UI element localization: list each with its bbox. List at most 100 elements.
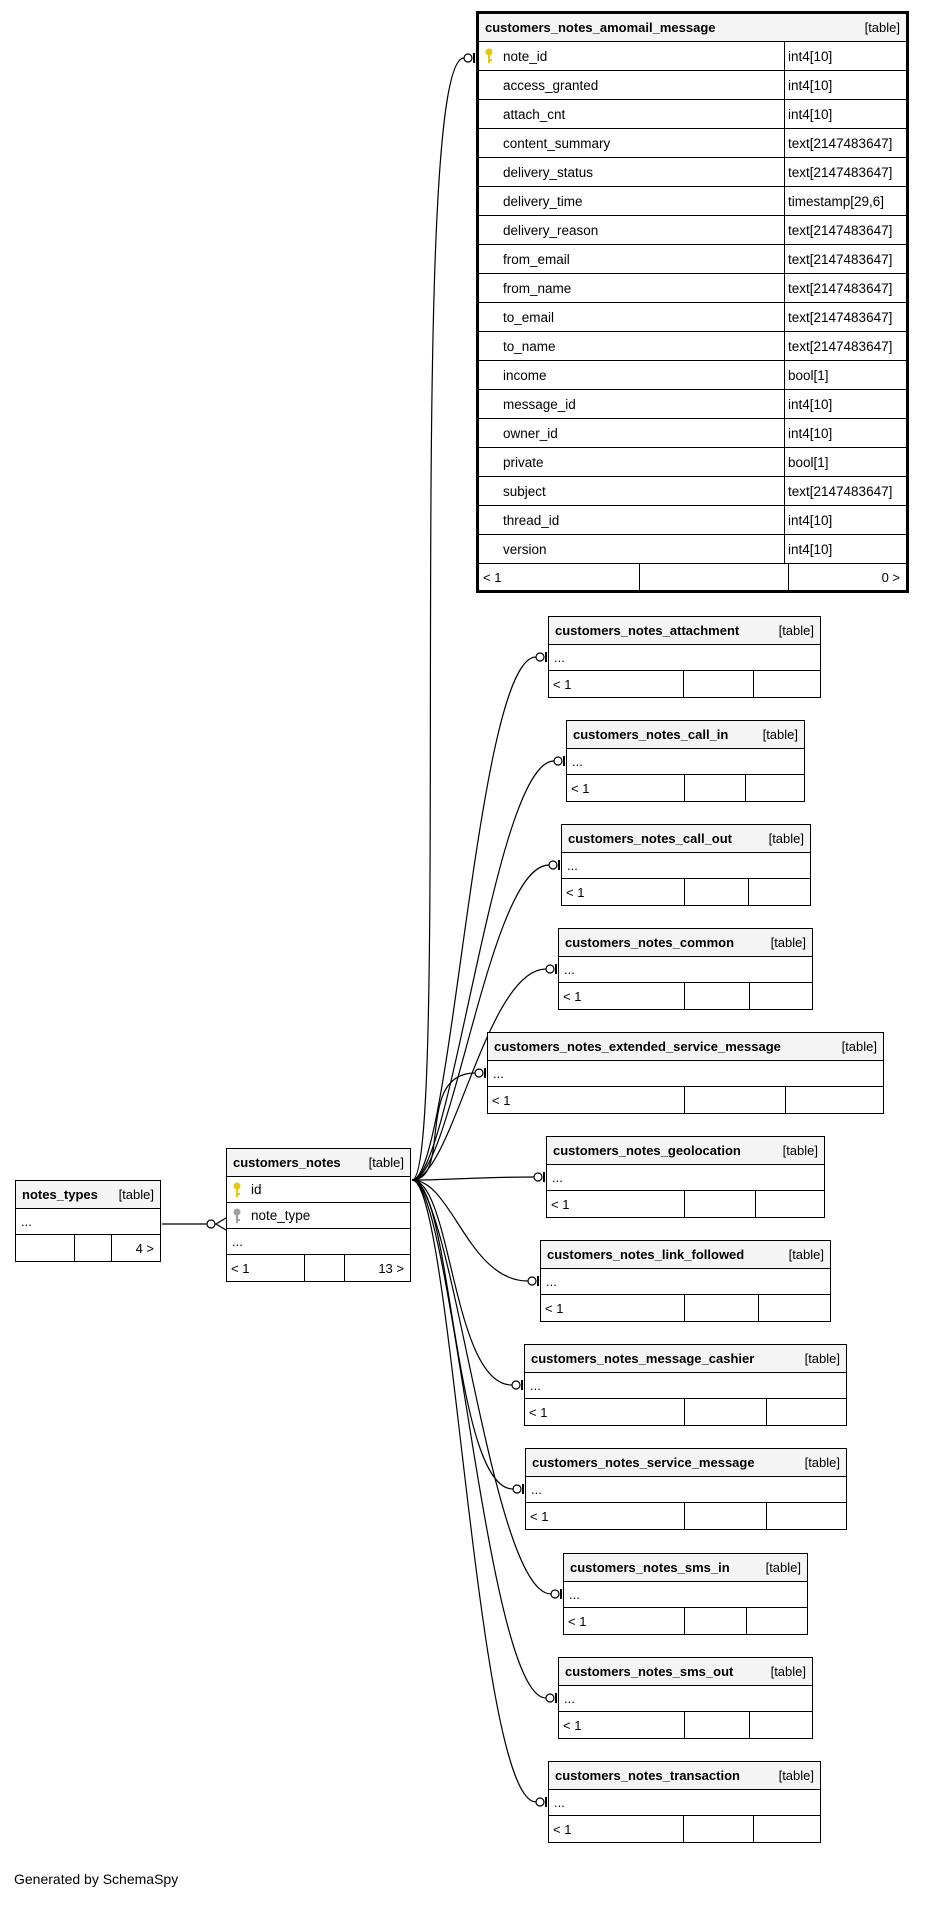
- column-row: note_type: [227, 1203, 410, 1229]
- footer-mid: [640, 564, 789, 590]
- column-name: note_type: [251, 1208, 311, 1223]
- table-customers-notes[interactable]: customers_notes [table] id note_type ...…: [226, 1148, 411, 1282]
- table-customers-notes-call-out[interactable]: customers_notes_call_out[table]...< 1: [561, 824, 811, 906]
- column-name: private: [499, 448, 785, 476]
- table-name: customers_notes_sms_in: [570, 1560, 730, 1575]
- footer-children: [749, 879, 810, 905]
- table-footer: 4 >: [16, 1235, 160, 1261]
- more-columns: ...: [549, 1790, 820, 1816]
- table-header: customers_notes_amomail_message [table]: [479, 14, 906, 42]
- column-icon-slot: [479, 332, 499, 360]
- table-customers-notes-attachment[interactable]: customers_notes_attachment[table]...< 1: [548, 616, 821, 698]
- table-footer: < 1: [564, 1608, 807, 1634]
- table-header: notes_types [table]: [16, 1181, 160, 1209]
- table-name: customers_notes_common: [565, 935, 735, 950]
- footer-mid: [684, 1816, 754, 1842]
- table-customers-notes-transaction[interactable]: customers_notes_transaction[table]...< 1: [548, 1761, 821, 1843]
- table-footer: < 1: [547, 1191, 824, 1217]
- column-icon-slot: [479, 448, 499, 476]
- column-type: int4[10]: [788, 512, 833, 528]
- footer-children: 0 >: [881, 569, 900, 585]
- footer-mid: [685, 1191, 756, 1217]
- footer-parents: < 1: [567, 775, 685, 801]
- column-name: delivery_reason: [499, 216, 785, 244]
- column-icon-slot: [479, 158, 499, 186]
- column-icon-slot: [479, 274, 499, 302]
- footer-mid: [685, 1503, 767, 1529]
- column-icon-slot: [479, 477, 499, 505]
- more-columns: ...: [16, 1209, 160, 1235]
- footer-children: [754, 1816, 820, 1842]
- edge-to-customers-notes-common-end: [545, 964, 557, 974]
- edge-to-customers-notes-sms-in: [411, 1179, 552, 1595]
- more-columns: ...: [559, 957, 812, 983]
- table-type: [table]: [765, 1560, 801, 1575]
- table-customers-notes-service-message[interactable]: customers_notes_service_message[table]..…: [525, 1448, 847, 1530]
- column-type: text[2147483647]: [788, 483, 893, 499]
- footer-parents: < 1: [541, 1295, 685, 1321]
- column-type: int4[10]: [788, 106, 833, 122]
- footer-children: [767, 1399, 846, 1425]
- edge-notes-types: [162, 1217, 227, 1231]
- column-name: subject: [499, 477, 785, 505]
- edge-to-customers-notes-message-cashier-end: [511, 1380, 523, 1390]
- more-columns: ...: [525, 1373, 846, 1399]
- footer-mid: [685, 1608, 747, 1634]
- table-customers-notes-geolocation[interactable]: customers_notes_geolocation[table]...< 1: [546, 1136, 825, 1218]
- column-icon-slot: [479, 419, 499, 447]
- column-name: delivery_time: [499, 187, 785, 215]
- footer-parents: < 1: [559, 983, 685, 1009]
- table-name: customers_notes_call_in: [573, 727, 729, 742]
- table-header: customers_notes_geolocation[table]: [547, 1137, 824, 1165]
- table-customers-notes-amomail-message[interactable]: customers_notes_amomail_message [table] …: [476, 11, 909, 593]
- column-type: text[2147483647]: [788, 222, 893, 238]
- table-footer: < 1: [567, 775, 804, 801]
- table-footer: < 1: [541, 1295, 830, 1321]
- column-name: delivery_status: [499, 158, 785, 186]
- table-type: [table]: [768, 831, 804, 846]
- edge-to-customers-notes-transaction: [411, 1179, 537, 1803]
- column-name: from_email: [499, 245, 785, 273]
- footer-parents: < 1: [559, 1712, 685, 1738]
- table-name: customers_notes_extended_service_message: [494, 1039, 781, 1054]
- table-type: [table]: [770, 1664, 806, 1679]
- table-notes-types[interactable]: notes_types [table] ... 4 >: [15, 1180, 161, 1262]
- table-type: [table]: [118, 1187, 154, 1202]
- table-customers-notes-extended-service-message[interactable]: customers_notes_extended_service_message…: [487, 1032, 884, 1114]
- table-customers-notes-message-cashier[interactable]: customers_notes_message_cashier[table]..…: [524, 1344, 847, 1426]
- table-footer: < 1: [559, 1712, 812, 1738]
- footer-children: [754, 671, 820, 697]
- table-customers-notes-call-in[interactable]: customers_notes_call_in[table]...< 1: [566, 720, 805, 802]
- footer-children: 4 >: [135, 1240, 154, 1256]
- column-icon-slot: [479, 245, 499, 273]
- foreign-key-icon: [227, 1203, 247, 1228]
- column-name: content_summary: [499, 129, 785, 157]
- more-columns: ...: [227, 1229, 410, 1255]
- more-columns: ...: [488, 1061, 883, 1087]
- edge-to-customers-notes-attachment-end: [535, 652, 547, 662]
- table-type: [table]: [762, 727, 798, 742]
- table-header: customers_notes [table]: [227, 1149, 410, 1177]
- column-type: text[2147483647]: [788, 309, 893, 325]
- table-customers-notes-sms-out[interactable]: customers_notes_sms_out[table]...< 1: [558, 1657, 813, 1739]
- column-type: int4[10]: [788, 425, 833, 441]
- edge-to-amomail-message-end: [463, 53, 475, 63]
- table-customers-notes-common[interactable]: customers_notes_common[table]...< 1: [558, 928, 813, 1010]
- table-footer: < 1 13 >: [227, 1255, 410, 1281]
- footer-children: [756, 1191, 824, 1217]
- table-name: customers_notes_amomail_message: [485, 20, 716, 35]
- table-name: customers_notes_geolocation: [553, 1143, 741, 1158]
- footer-parents: < 1: [547, 1191, 685, 1217]
- edge-to-amomail-message: [411, 57, 465, 1181]
- table-header: customers_notes_transaction[table]: [549, 1762, 820, 1790]
- table-customers-notes-sms-in[interactable]: customers_notes_sms_in[table]...< 1: [563, 1553, 808, 1635]
- column-type: int4[10]: [788, 77, 833, 93]
- table-customers-notes-link-followed[interactable]: customers_notes_link_followed[table]...<…: [540, 1240, 831, 1322]
- column-icon-slot: [479, 216, 499, 244]
